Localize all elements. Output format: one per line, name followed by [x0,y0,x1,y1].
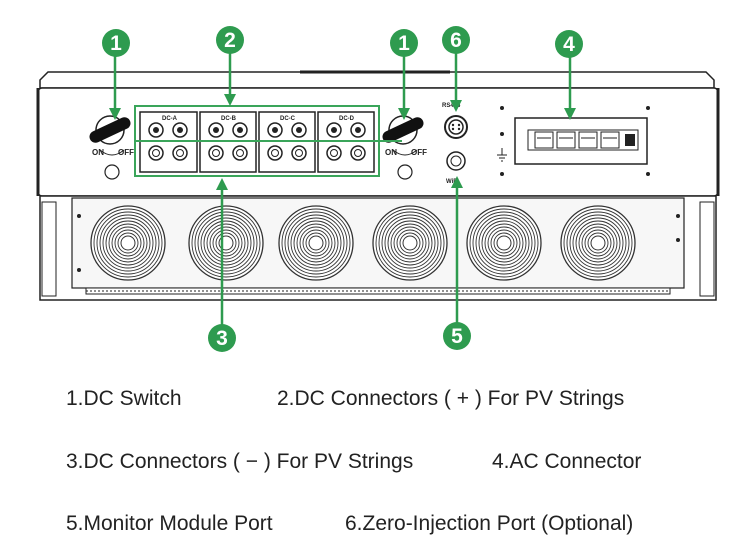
screw-icon [500,172,504,176]
legend-item-1: 1.DC Switch [66,387,182,410]
screw-icon [500,132,504,136]
fan-4 [372,205,448,281]
ground-icon [497,148,507,162]
cooling-fans [90,205,636,281]
callout-3-num: 3 [216,327,228,350]
legend-item-6: 6.Zero-Injection Port (Optional) [345,512,634,535]
callout-1-left-num: 1 [110,32,122,55]
screw-icon [676,238,680,242]
dc-switch-left [89,115,131,180]
wifi-label: WiFi [446,179,459,185]
fan-3 [278,205,354,281]
dc-group-c-label: DC-C [280,116,296,122]
callout-4-num: 4 [563,33,575,56]
fan-2 [188,205,264,281]
callout-1-right-num: 1 [398,32,410,55]
callout-1-left: 1 [102,29,130,57]
fan-1 [90,205,166,281]
switch-off-label-right: OFF [411,148,427,157]
left-handle [41,201,57,297]
wifi-port [446,151,466,171]
right-handle [699,201,715,297]
screw-icon [500,106,504,110]
screw-icon [77,214,81,218]
dc-group-a-label: DC-A [162,116,178,122]
dc-group-d-label: DC-D [339,116,355,122]
fan-6 [560,205,636,281]
legend-item-3: 3.DC Connectors ( − ) For PV Strings [66,450,414,473]
dc-switch-right [382,115,424,180]
callout-2: 2 [216,26,244,54]
screw-icon [646,106,650,110]
legend-item-4: 4.AC Connector [492,450,642,473]
screw-icon [676,214,680,218]
callout-3: 3 [208,324,236,352]
rs485-port [444,115,468,139]
ac-connector [514,117,648,165]
callout-leaders [109,48,576,330]
dc-group-b-label: DC-B [221,116,237,122]
callout-6: 6 [442,26,470,54]
fan-5 [466,205,542,281]
screw-icon [646,172,650,176]
legend-item-5: 5.Monitor Module Port [66,512,273,535]
callout-1-right: 1 [390,29,418,57]
top-bar [39,71,715,89]
callout-5-num: 5 [451,325,463,348]
switch-off-label-left: OFF [118,148,134,157]
inverter-diagram: ON OFF ON OFF DC-A DC-B DC-C DC-D [36,26,720,352]
switch-on-label-right: ON [385,148,397,157]
screw-icon [77,268,81,272]
callout-4: 4 [555,30,583,58]
callout-6-num: 6 [450,29,462,52]
rs485-label: RS485 [442,103,461,109]
switch-on-label-left: ON [92,148,104,157]
callout-2-num: 2 [224,29,236,52]
legend-item-2: 2.DC Connectors ( + ) For PV Strings [277,387,625,410]
callout-5: 5 [443,322,471,350]
